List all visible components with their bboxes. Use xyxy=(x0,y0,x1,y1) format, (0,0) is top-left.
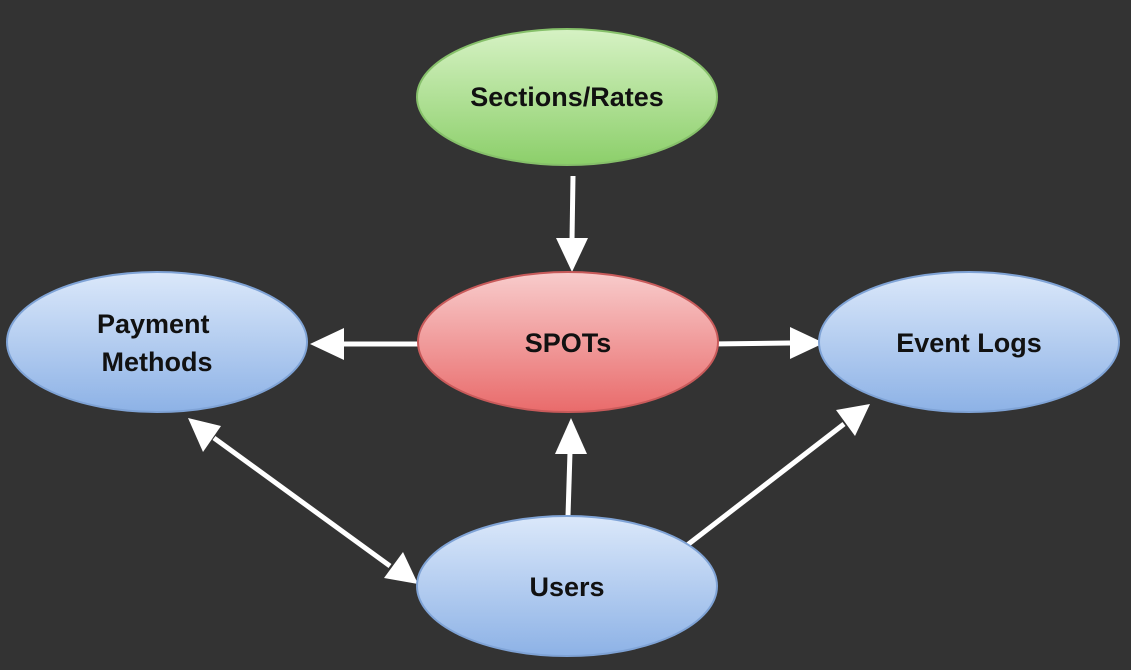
node-label-event-logs: Event Logs xyxy=(896,328,1042,358)
node-label-payment-methods-line1: Payment xyxy=(97,309,210,339)
node-label-users: Users xyxy=(529,572,604,602)
edges xyxy=(188,175,870,584)
edge-users-to-spots xyxy=(555,418,587,517)
node-label-payment-methods-line2: Methods xyxy=(102,347,213,377)
node-label-sections-rates: Sections/Rates xyxy=(470,82,664,112)
node-payment-methods[interactable]: Payment Methods xyxy=(6,271,308,413)
node-spots[interactable]: SPOTs xyxy=(417,271,719,413)
node-label-payment-methods: Payment Methods xyxy=(97,309,217,377)
edge-users-to-event-logs xyxy=(684,404,870,548)
node-sections-rates[interactable]: Sections/Rates xyxy=(416,28,718,166)
edge-users-payment-methods xyxy=(188,418,418,584)
node-event-logs[interactable]: Event Logs xyxy=(818,271,1120,413)
node-users[interactable]: Users xyxy=(416,515,718,657)
edge-spots-to-event-logs xyxy=(709,327,824,359)
node-label-spots: SPOTs xyxy=(525,328,612,358)
edge-spots-to-payment-methods xyxy=(310,328,418,360)
edge-sections-to-spots xyxy=(556,175,588,272)
